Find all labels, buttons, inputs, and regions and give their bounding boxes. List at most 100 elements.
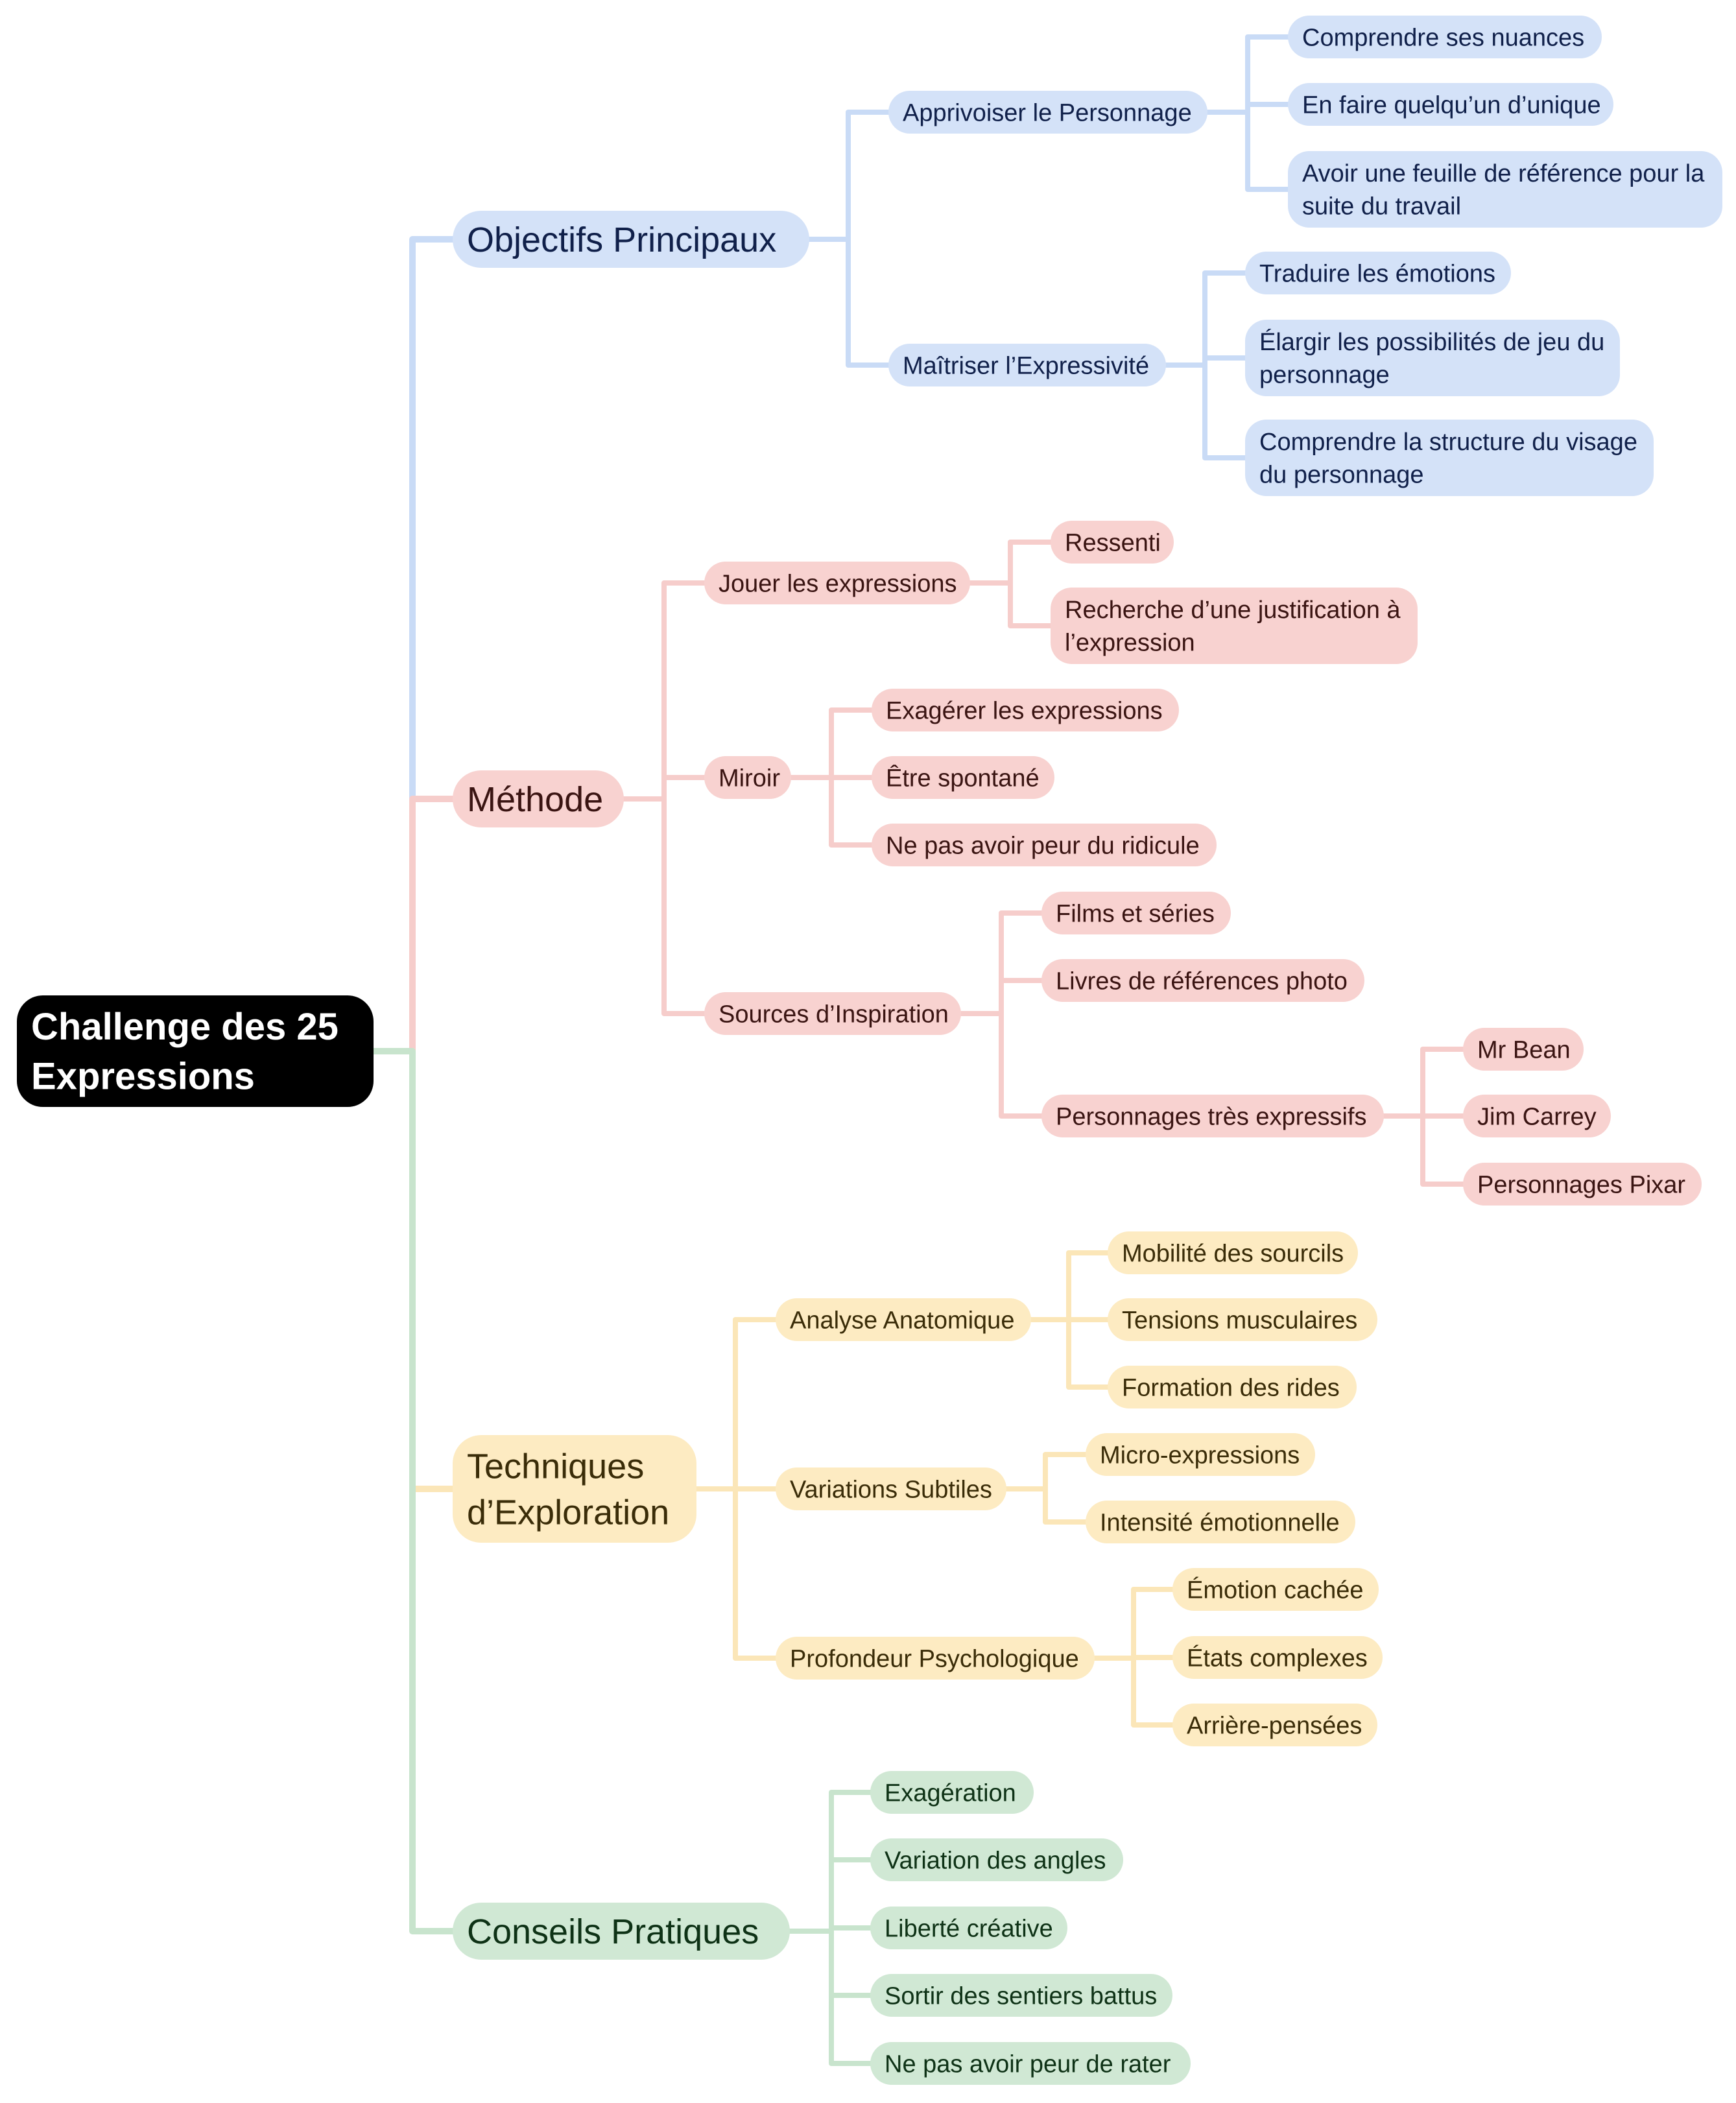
node-variation-des-angles: Variation des angles <box>870 1838 1123 1881</box>
connector-techniques-d-exploration <box>694 1317 778 1661</box>
node-analyse-anatomique: Analyse Anatomique <box>776 1298 1031 1341</box>
branch-node-methode-label: Méthode <box>467 780 603 819</box>
node-avoir-une-feuille-de-reference-pour-la-suite-du-travail-box <box>1288 151 1722 228</box>
node-personnages-pixar-box <box>1463 1163 1702 1206</box>
node-micro-expressions-label: Micro-expressions <box>1100 1442 1300 1469</box>
node-mr-bean-box <box>1463 1028 1584 1071</box>
connector-methode <box>621 580 707 1016</box>
node-recherche-d-une-justification-a-l-expression-box <box>1051 588 1418 664</box>
connector-maitriser-l-expressivite <box>1163 270 1248 460</box>
node-mobilite-des-sourcils-label: Mobilité des sourcils <box>1122 1240 1344 1267</box>
node-apprivoiser-le-personnage-label: Apprivoiser le Personnage <box>903 99 1192 126</box>
node-sources-d-inspiration-box <box>704 992 961 1035</box>
connector-lines <box>370 34 1466 2066</box>
node-ressenti: Ressenti <box>1051 521 1174 564</box>
node-miroir-label: Miroir <box>719 765 780 792</box>
node-emotion-cachee: Émotion cachée <box>1172 1568 1379 1611</box>
node-films-et-series: Films et séries <box>1041 892 1231 934</box>
connector-sources-d-inspiration <box>958 910 1044 1119</box>
node-en-faire-quelqu-un-d-unique-box <box>1288 83 1613 126</box>
node-ne-pas-avoir-peur-de-rater-box <box>870 2042 1191 2085</box>
node-ne-pas-avoir-peur-du-ridicule-box <box>872 824 1217 866</box>
node-livres-de-references-photo: Livres de références photo <box>1041 959 1364 1002</box>
node-en-faire-quelqu-un-d-unique: En faire quelqu’un d’unique <box>1288 83 1613 126</box>
node-variations-subtiles: Variations Subtiles <box>776 1467 1006 1510</box>
node-apprivoiser-le-personnage: Apprivoiser le Personnage <box>888 91 1207 134</box>
node-analyse-anatomique-label: Analyse Anatomique <box>790 1307 1014 1334</box>
node-arriere-pensees-box <box>1172 1704 1377 1746</box>
node-tensions-musculaires: Tensions musculaires <box>1108 1298 1377 1341</box>
connector-jouer-les-expressions <box>968 540 1053 628</box>
node-sources-d-inspiration: Sources d’Inspiration <box>704 992 961 1035</box>
node-variations-subtiles-label: Variations Subtiles <box>790 1476 992 1503</box>
node-sortir-des-sentiers-battus-label: Sortir des sentiers battus <box>885 1982 1157 2010</box>
root-node-box <box>17 995 374 1107</box>
node-traduire-les-emotions: Traduire les émotions <box>1245 252 1511 294</box>
node-etre-spontane-label: Être spontané <box>886 764 1040 792</box>
node-exageration-box <box>870 1771 1034 1814</box>
node-exageration: Exagération <box>870 1771 1034 1814</box>
node-mobilite-des-sourcils: Mobilité des sourcils <box>1108 1231 1358 1274</box>
node-ne-pas-avoir-peur-de-rater: Ne pas avoir peur de rater <box>870 2042 1191 2085</box>
node-jim-carrey: Jim Carrey <box>1463 1095 1611 1137</box>
node-exageration-label: Exagération <box>885 1779 1016 1807</box>
node-intensite-emotionnelle: Intensité émotionnelle <box>1086 1501 1355 1543</box>
node-formation-des-rides-box <box>1108 1366 1357 1408</box>
node-intensite-emotionnelle-label: Intensité émotionnelle <box>1100 1509 1340 1536</box>
branch-node-methode: Méthode <box>453 770 624 827</box>
connector-variations-subtiles <box>1004 1452 1088 1525</box>
node-films-et-series-label: Films et séries <box>1056 900 1215 927</box>
node-sources-d-inspiration-label: Sources d’Inspiration <box>719 1001 949 1028</box>
node-etre-spontane: Être spontané <box>872 756 1054 799</box>
branch-node-objectifs-principaux-box <box>453 211 809 268</box>
node-en-faire-quelqu-un-d-unique-label: En faire quelqu’un d’unique <box>1302 91 1601 119</box>
node-analyse-anatomique-box <box>776 1298 1031 1341</box>
node-formation-des-rides-label: Formation des rides <box>1122 1374 1340 1401</box>
node-emotion-cachee-box <box>1172 1568 1379 1611</box>
node-comprendre-la-structure-du-visage-du-personnage-box <box>1245 420 1654 496</box>
node-liberte-creative-label: Liberté créative <box>885 1915 1053 1942</box>
node-tensions-musculaires-label: Tensions musculaires <box>1122 1307 1357 1334</box>
node-variation-des-angles-label: Variation des angles <box>885 1847 1106 1874</box>
node-comprendre-ses-nuances-box <box>1288 16 1602 58</box>
node-exagerer-les-expressions: Exagérer les expressions <box>872 689 1179 731</box>
branch-node-techniques-d-exploration-box <box>453 1435 696 1543</box>
branch-node-objectifs-principaux: Objectifs Principaux <box>453 211 809 268</box>
node-mobilite-des-sourcils-box <box>1108 1231 1358 1274</box>
branch-node-methode-box <box>453 770 624 827</box>
node-arriere-pensees: Arrière-pensées <box>1172 1704 1377 1746</box>
branch-node-conseils-pratiques-label: Conseils Pratiques <box>467 1912 759 1951</box>
node-traduire-les-emotions-box <box>1245 252 1511 294</box>
node-profondeur-psychologique-box <box>776 1637 1095 1680</box>
connector-analyse-anatomique <box>1029 1250 1110 1390</box>
node-profondeur-psychologique-label: Profondeur Psychologique <box>790 1645 1079 1672</box>
node-liberte-creative: Liberté créative <box>870 1907 1067 1949</box>
node-ne-pas-avoir-peur-du-ridicule-label: Ne pas avoir peur du ridicule <box>886 832 1200 859</box>
node-personnages-tres-expressifs-box <box>1041 1095 1384 1137</box>
node-sortir-des-sentiers-battus-box <box>870 1974 1172 2017</box>
connector-objectifs-principaux <box>807 110 891 368</box>
node-comprendre-ses-nuances: Comprendre ses nuances <box>1288 16 1602 58</box>
node-etats-complexes-label: États complexes <box>1187 1644 1368 1672</box>
node-etre-spontane-box <box>872 756 1054 799</box>
node-ressenti-box <box>1051 521 1174 564</box>
node-maitriser-l-expressivite: Maîtriser l’Expressivité <box>888 344 1166 386</box>
root-connector-methode <box>370 796 457 1054</box>
node-personnages-tres-expressifs-label: Personnages très expressifs <box>1056 1103 1366 1130</box>
node-etats-complexes-box <box>1172 1636 1383 1679</box>
node-arriere-pensees-label: Arrière-pensées <box>1187 1712 1362 1739</box>
node-emotion-cachee-label: Émotion cachée <box>1187 1576 1364 1604</box>
node-formation-des-rides: Formation des rides <box>1108 1366 1357 1408</box>
branch-node-conseils-pratiques: Conseils Pratiques <box>453 1903 790 1960</box>
node-jouer-les-expressions: Jouer les expressions <box>704 562 970 604</box>
node-exagerer-les-expressions-box <box>872 689 1179 731</box>
node-exagerer-les-expressions-label: Exagérer les expressions <box>886 697 1163 724</box>
